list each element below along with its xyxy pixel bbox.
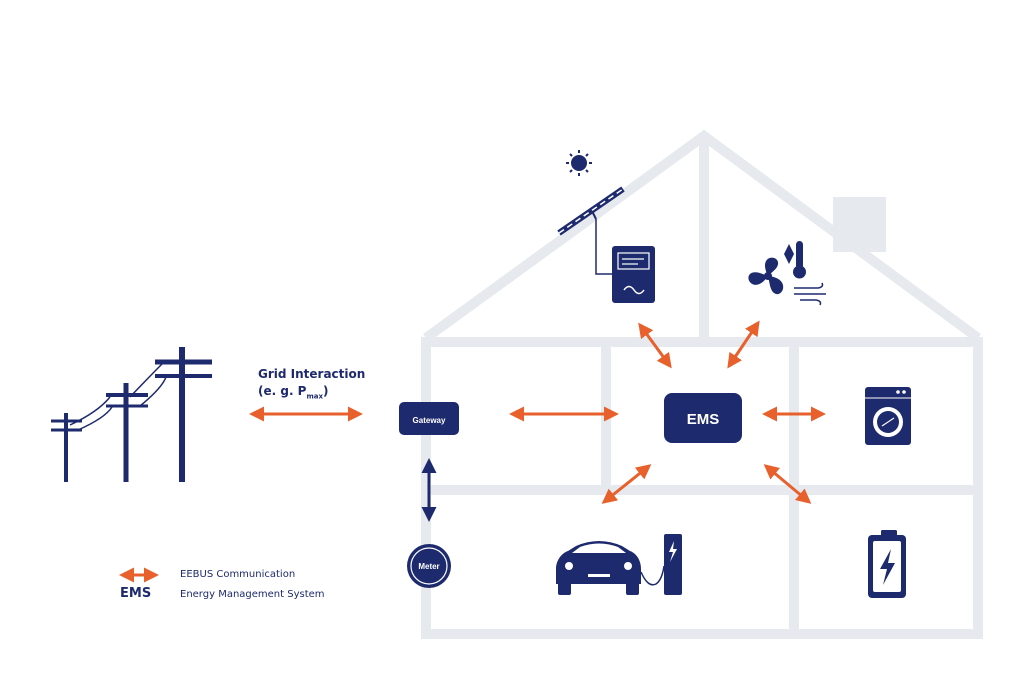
grid-interaction-subtitle: (e. g. Pmax)	[258, 384, 329, 401]
ems-car-arrow	[601, 464, 652, 504]
legend-ems-abbrev: EMS	[120, 586, 152, 601]
ems-node: EMS	[664, 393, 742, 443]
electric-car-icon	[556, 541, 641, 595]
ems-inverter-arrow	[638, 322, 672, 369]
legend-ems-label: Energy Management System	[180, 589, 325, 600]
ems-battery-arrow	[763, 464, 812, 504]
gateway-label: Gateway	[413, 416, 446, 425]
ems-arrows	[601, 320, 826, 504]
washing-machine-icon	[865, 387, 911, 445]
solar-panel-icon	[557, 186, 625, 275]
grid-interaction-title: Grid Interaction	[258, 367, 366, 381]
chimney	[833, 197, 886, 252]
ems-label: EMS	[687, 411, 720, 428]
inverter-icon	[612, 246, 655, 303]
sun-icon	[566, 150, 592, 176]
ev-charger-icon	[640, 534, 682, 595]
heat-pump-icon	[748, 241, 826, 306]
battery-icon	[868, 530, 906, 598]
gateway-node: Gateway	[399, 402, 459, 435]
power-lines-icon	[51, 347, 212, 482]
meter-label: Meter	[418, 562, 439, 571]
ems-heatpump-arrow	[727, 320, 760, 369]
meter-node: Meter	[407, 544, 451, 588]
legend-eebus-label: EEBUS Communication	[180, 569, 296, 580]
